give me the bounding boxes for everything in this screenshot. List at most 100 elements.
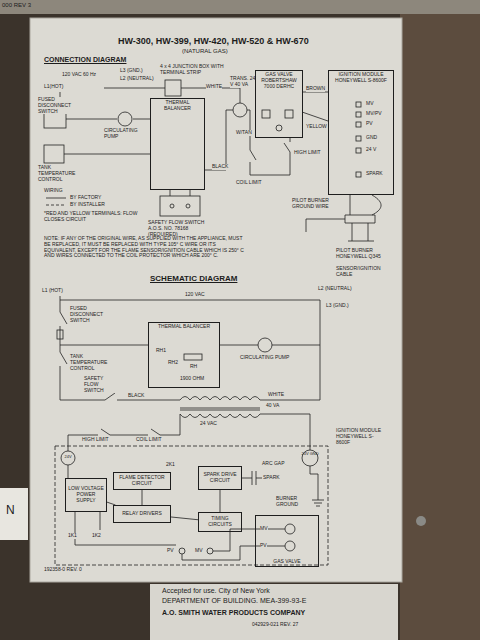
- connection-wiring: [118, 112, 132, 126]
- label-text: 000 REV 3: [2, 2, 31, 9]
- connection-wiring: [306, 219, 345, 232]
- label-text: 4 x 4 JUNCTION BOX WITH TERMINAL STRIP: [160, 64, 232, 76]
- label-text: 40 VA: [266, 403, 279, 409]
- schematic-wiring: [61, 451, 75, 465]
- photo-background: [0, 0, 480, 14]
- box-text: TIMING CIRCUITS: [201, 516, 239, 528]
- connection-wiring: [372, 195, 381, 215]
- schematic-wiring: [242, 471, 262, 485]
- connection-wiring: [247, 110, 290, 175]
- connection-wiring: [181, 88, 240, 103]
- label-text: GND: [366, 135, 377, 141]
- label-text: 042929-021 REV. 27: [252, 622, 298, 628]
- circuit-box: RELAY DRIVERS: [113, 505, 171, 523]
- schematic-wiring: [55, 446, 328, 565]
- circuit-box: GAS VALVE ROBERTSHAW 7000 DERHC: [255, 70, 303, 138]
- schematic-wiring: [60, 296, 67, 400]
- label-text: SAFETY FLOW SWITCH A.O.S. NO. 78168 (REQ…: [148, 220, 214, 237]
- label-text: TANK TEMPERATURE CONTROL: [70, 354, 116, 371]
- connection-wiring: [44, 145, 64, 163]
- label-text: 24V: [61, 455, 75, 460]
- box-text: GAS VALVE ROBERTSHAW 7000 DERHC: [258, 72, 300, 89]
- label-text: COIL LIMIT: [136, 437, 162, 443]
- schematic-wiring: [180, 397, 260, 401]
- label-text: *RED AND YELLOW TERMINALS: FLOW CLOSES C…: [44, 211, 144, 223]
- schematic-wiring: [285, 541, 295, 551]
- connection-wiring: [356, 112, 361, 117]
- schematic-wiring: [60, 345, 148, 346]
- connection-wiring: [46, 198, 66, 199]
- connection-wiring: [165, 80, 181, 96]
- legend-text: BY FACTORY: [70, 195, 101, 201]
- label-text: 24 VAC: [200, 421, 217, 427]
- label-text: 24V GND: [300, 452, 320, 457]
- schematic-wiring: [60, 393, 180, 400]
- connection-wiring: [170, 204, 174, 208]
- photo-background: [0, 488, 28, 540]
- label-text: FUSED DISCONNECT SWITCH: [70, 306, 110, 323]
- schematic-wiring: [75, 512, 176, 545]
- label-text: L1(HOT): [44, 84, 63, 90]
- box-text: FLAME DETECTOR CIRCUIT: [116, 475, 168, 487]
- schematic-wiring: [184, 354, 202, 360]
- photo-background: [30, 18, 402, 582]
- label-text: CIRCULATING PUMP: [240, 355, 289, 361]
- label-text: 120 VAC: [185, 292, 205, 298]
- box-text: THERMAL BALANCER: [158, 324, 210, 330]
- label-text: TANK TEMPERATURE CONTROL: [38, 165, 82, 182]
- schematic-wiring: [285, 524, 295, 534]
- label-text: L3 (GND.): [326, 303, 349, 309]
- box-text: RELAY DRIVERS: [122, 511, 162, 517]
- connection-wiring: [276, 125, 282, 131]
- schematic-wiring: [179, 548, 185, 554]
- label-text: HIGH LIMIT: [294, 150, 321, 156]
- label-text: PILOT BURNER GROUND WIRE: [292, 198, 336, 210]
- label-text: MV: [366, 101, 374, 107]
- label-text: COIL LIMIT: [236, 180, 262, 186]
- connection-wiring: [262, 110, 270, 118]
- diagram-title: HW-300, HW-399, HW-420, HW-520 & HW-670: [118, 36, 309, 46]
- connection-wiring: [345, 215, 375, 241]
- label-text: 192358-0 REV. 0: [44, 567, 82, 573]
- circuit-box: IGNITION MODULE HONEYWELL S-8600F: [328, 70, 394, 195]
- label-text: 1900 OHM: [180, 376, 204, 382]
- box-text: LOW VOLTAGE POWER SUPPLY: [68, 486, 104, 503]
- label-text: BURNER GROUND: [276, 496, 308, 508]
- wire-connector: [171, 517, 198, 520]
- circuit-box: THERMAL BALANCER: [150, 98, 205, 190]
- schematic-wiring: [310, 466, 324, 506]
- schematic-wiring: [60, 300, 320, 400]
- label-text: NOTE: IF ANY OF THE ORIGINAL WIRE, AS SU…: [44, 236, 249, 259]
- label-text: YELLOW: [306, 124, 327, 130]
- wire-connector: [303, 112, 328, 121]
- box-text: THERMAL BALANCER: [153, 100, 202, 112]
- connection-wiring: [46, 205, 66, 206]
- connection-wiring: [205, 110, 233, 170]
- label-text: ARC GAP: [262, 461, 285, 467]
- label-text: L3 (GND.): [120, 68, 143, 74]
- legend-text: BY INSTALLER: [70, 202, 105, 208]
- label-text: WHITE: [206, 84, 222, 90]
- label-text: BLACK: [128, 393, 144, 399]
- connection-wiring: [350, 195, 351, 215]
- connection-wiring: [356, 136, 361, 141]
- wire-connector: [142, 490, 143, 505]
- connection-wiring: [170, 190, 190, 196]
- schematic-wiring: [207, 548, 213, 554]
- label-text: 1K1: [68, 533, 77, 539]
- schematic-wiring: [260, 414, 310, 450]
- label-text: SENSOR/IGNITION CABLE: [336, 266, 394, 278]
- label-text: SCHEMATIC DIAGRAM: [150, 274, 237, 283]
- connection-wiring: [66, 119, 150, 120]
- connection-wiring: [44, 80, 381, 241]
- label-text: FUSED DISCONNECT SWITCH: [38, 97, 78, 114]
- schematic-wiring: [258, 338, 272, 352]
- label-text: PV: [366, 121, 373, 127]
- label-text: Accepted for use. City of New York: [162, 587, 270, 595]
- connection-wiring: [233, 103, 247, 117]
- circuit-box: THERMAL BALANCER: [148, 322, 220, 388]
- box-text: GAS VALVE: [273, 559, 300, 565]
- schematic-wiring: [180, 414, 260, 418]
- label-text: BROWN: [306, 86, 325, 92]
